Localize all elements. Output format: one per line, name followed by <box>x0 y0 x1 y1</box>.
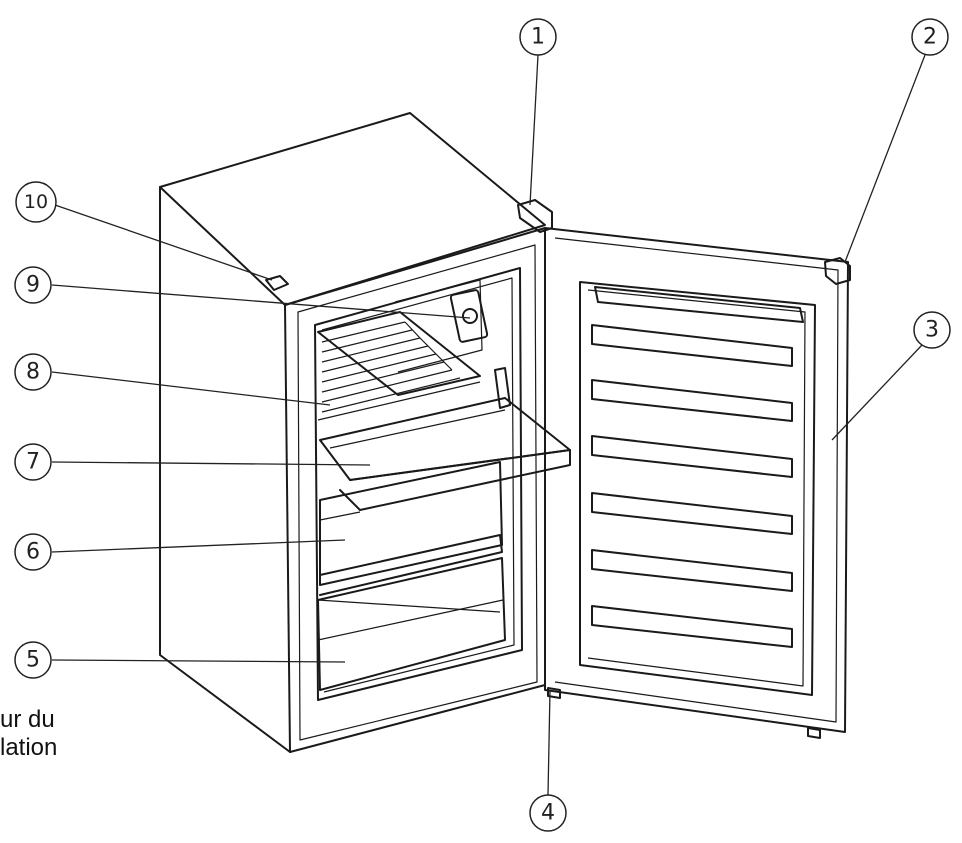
callout-8: 8 <box>14 353 52 391</box>
callout-9-label: 9 <box>26 273 40 298</box>
interior-cavity <box>314 267 571 701</box>
callout-6: 6 <box>14 533 52 571</box>
upper-drawer <box>319 461 503 596</box>
side-text-line-1: ur du <box>0 706 55 733</box>
callout-1-label: 1 <box>531 25 545 50</box>
callout-7-label: 7 <box>26 450 40 475</box>
ice-tray-shelf <box>319 367 571 511</box>
callout-5: 5 <box>14 641 52 679</box>
callout-5-label: 5 <box>26 648 40 673</box>
evaporator-coils <box>317 311 481 421</box>
side-text-line-2: lation <box>0 734 58 761</box>
callout-3: 3 <box>913 311 951 349</box>
callout-3-label: 3 <box>925 318 939 343</box>
callout-1: 1 <box>519 18 557 56</box>
callout-2-label: 2 <box>923 25 937 50</box>
callout-10-label: 10 <box>24 191 48 213</box>
callout-10: 10 <box>15 181 57 223</box>
callout-4: 4 <box>529 794 567 832</box>
lower-drawer <box>317 557 506 691</box>
callout-8-label: 8 <box>26 360 40 385</box>
callout-2: 2 <box>911 18 949 56</box>
callout-6-label: 6 <box>26 540 40 565</box>
leader-lines <box>51 54 926 796</box>
door-shelves <box>591 324 793 648</box>
callout-7: 7 <box>14 443 52 481</box>
callout-9: 9 <box>14 266 52 304</box>
door <box>544 227 851 739</box>
callout-4-label: 4 <box>541 801 555 826</box>
